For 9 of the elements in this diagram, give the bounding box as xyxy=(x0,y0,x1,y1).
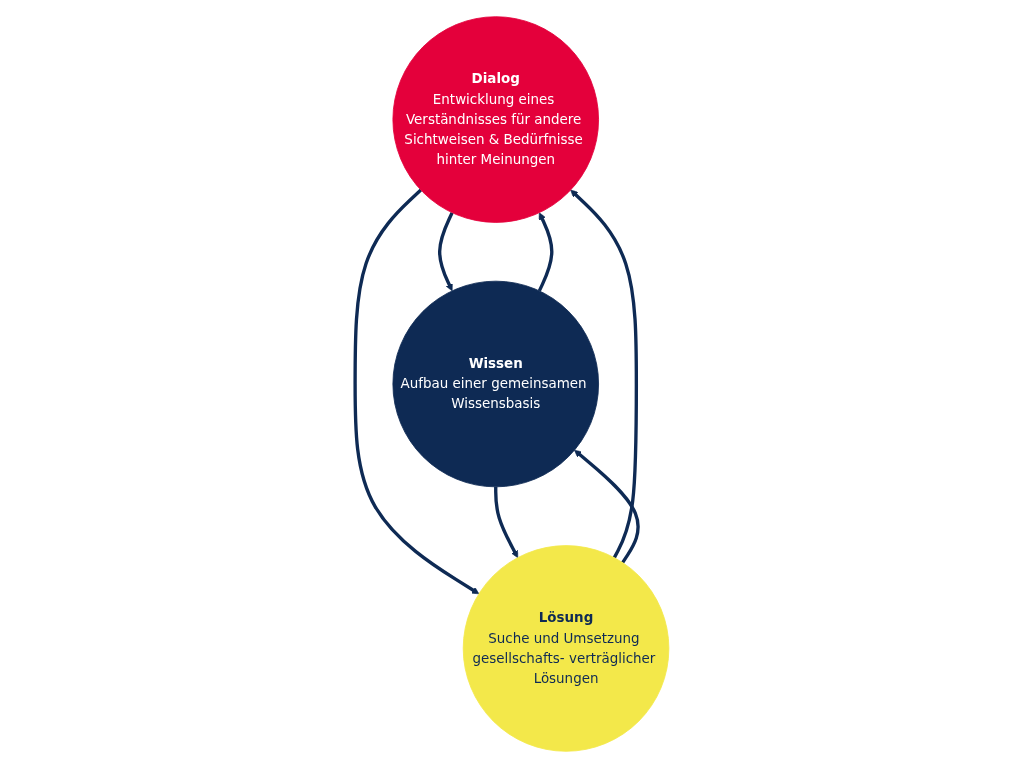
node-circle: Lösung Suche und Umsetzung gesellschafts- verträglicher Lösungen xyxy=(462,545,670,752)
node-circle: Wissen Aufbau einer gemeinsamen Wissensbasis xyxy=(392,280,599,488)
arrow xyxy=(353,188,480,595)
node-circle: Dialog Entwicklung eines Verständnisses für andere Sichtweisen & Bedürfnisse hinter Meinungen xyxy=(392,16,599,223)
arrow xyxy=(438,212,454,292)
arrow xyxy=(494,486,519,558)
arrow xyxy=(537,212,554,292)
arrow xyxy=(570,189,639,559)
arrow xyxy=(574,449,640,564)
